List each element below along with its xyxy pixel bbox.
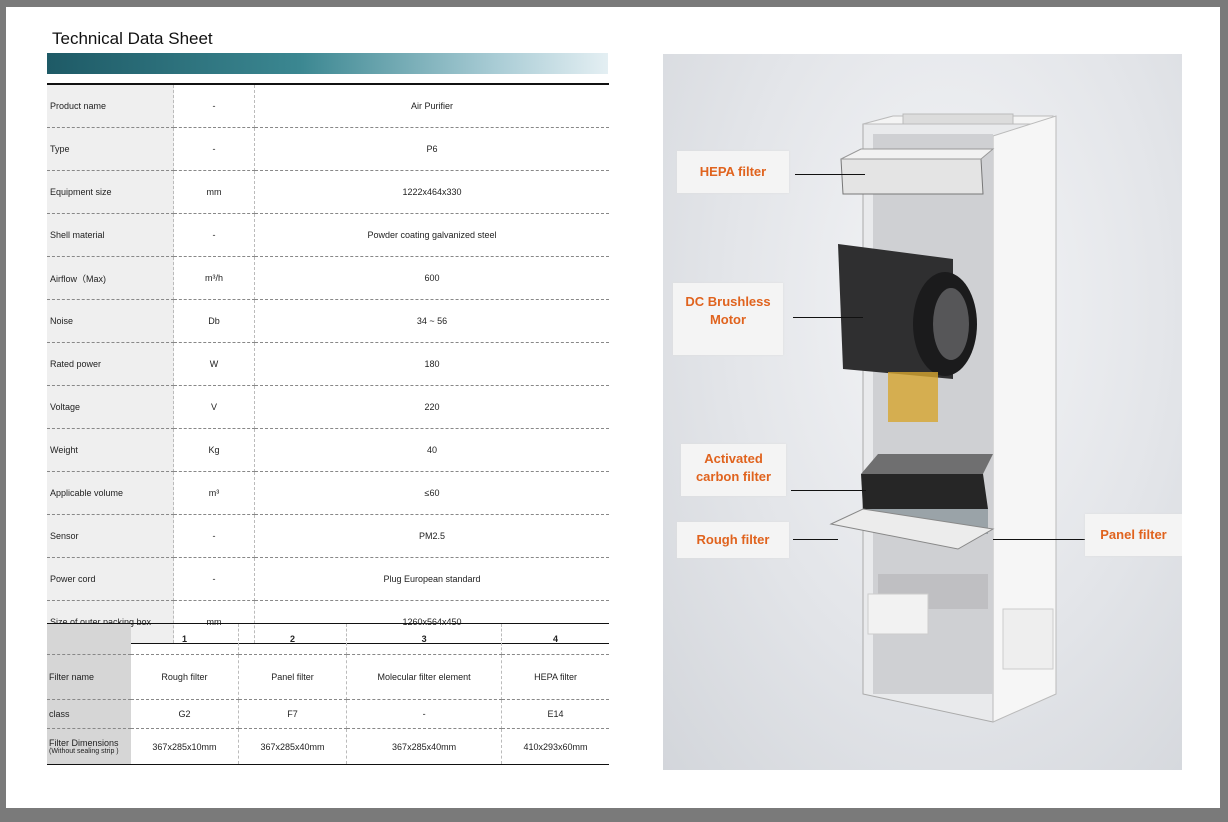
filter-dimension: 410x293x60mm bbox=[501, 728, 609, 765]
table-row: Type - P6 bbox=[47, 127, 609, 171]
spec-value: 600 bbox=[254, 256, 609, 300]
spec-value: Plug European standard bbox=[254, 557, 609, 601]
data-sheet-page: Technical Data Sheet Product name - Air … bbox=[6, 7, 1220, 808]
filter-dimension: 367x285x10mm bbox=[131, 728, 239, 765]
table-row: Product name - Air Purifier bbox=[47, 85, 609, 128]
filter-class-label: class bbox=[47, 699, 131, 729]
product-exploded-view: HEPA filter DC Brushless Motor Activated… bbox=[663, 54, 1182, 770]
table-row: Filter Dimensions (Without sealing strip… bbox=[47, 728, 609, 765]
header-gradient-bar bbox=[47, 53, 608, 74]
spec-label: Product name bbox=[47, 85, 174, 128]
spec-label: Shell material bbox=[47, 213, 174, 257]
table-row: Power cord - Plug European standard bbox=[47, 557, 609, 601]
table-row: Rated power W 180 bbox=[47, 342, 609, 386]
page-title: Technical Data Sheet bbox=[52, 29, 213, 48]
filter-name-label: Filter name bbox=[47, 654, 131, 700]
table-row: Noise Db 34 ~ 56 bbox=[47, 299, 609, 343]
spec-unit: m³/h bbox=[173, 256, 255, 300]
filter-table: 1 2 3 4 Filter name Rough filter Panel f… bbox=[47, 623, 609, 765]
filter-col-header: 4 bbox=[501, 623, 609, 655]
spec-value: 34 ~ 56 bbox=[254, 299, 609, 343]
spec-label: Sensor bbox=[47, 514, 174, 558]
filter-col-header: 2 bbox=[238, 623, 348, 655]
air-purifier-illustration bbox=[829, 113, 1057, 723]
filter-col-header: 1 bbox=[131, 623, 239, 655]
spec-unit: Db bbox=[173, 299, 255, 343]
spec-value: 1222x464x330 bbox=[254, 170, 609, 214]
filter-dimensions-label-cell: Filter Dimensions (Without sealing strip… bbox=[47, 728, 131, 765]
table-row: Equipment size mm 1222x464x330 bbox=[47, 170, 609, 214]
filter-col-header: 3 bbox=[346, 623, 503, 655]
spec-value: 180 bbox=[254, 342, 609, 386]
filter-dimensions-sublabel: (Without sealing strip ) bbox=[49, 748, 119, 755]
callout-rough-filter: Rough filter bbox=[677, 522, 789, 558]
filter-dimensions-label: Filter Dimensions bbox=[49, 738, 119, 748]
spec-label: Applicable volume bbox=[47, 471, 174, 515]
filter-name: Panel filter bbox=[238, 654, 348, 700]
callout-hepa-filter: HEPA filter bbox=[677, 151, 789, 193]
callout-activated-carbon-filter: Activated carbon filter bbox=[681, 444, 786, 496]
filter-name: HEPA filter bbox=[501, 654, 609, 700]
spec-unit: V bbox=[173, 385, 255, 429]
table-row: Applicable volume m³ ≤60 bbox=[47, 471, 609, 515]
table-row: Sensor - PM2.5 bbox=[47, 514, 609, 558]
spec-value: P6 bbox=[254, 127, 609, 171]
table-row: 1 2 3 4 bbox=[47, 623, 609, 655]
filter-class: F7 bbox=[238, 699, 348, 729]
spec-unit: - bbox=[173, 514, 255, 558]
filter-dimension: 367x285x40mm bbox=[238, 728, 348, 765]
filter-name: Molecular filter element bbox=[346, 654, 503, 700]
spec-label: Voltage bbox=[47, 385, 174, 429]
callout-line bbox=[993, 539, 1085, 540]
table-row: Weight Kg 40 bbox=[47, 428, 609, 472]
spec-unit: - bbox=[173, 557, 255, 601]
spec-unit: - bbox=[173, 85, 255, 128]
callout-line bbox=[793, 317, 863, 318]
spec-label: Equipment size bbox=[47, 170, 174, 214]
spec-value: PM2.5 bbox=[254, 514, 609, 558]
spec-unit: mm bbox=[173, 170, 255, 214]
spec-table: Product name - Air Purifier Type - P6 Eq… bbox=[47, 85, 609, 644]
spec-value: 40 bbox=[254, 428, 609, 472]
filter-dimension: 367x285x40mm bbox=[346, 728, 503, 765]
spec-value: Air Purifier bbox=[254, 85, 609, 128]
filter-class: - bbox=[346, 699, 503, 729]
spec-value: 220 bbox=[254, 385, 609, 429]
table-row: Voltage V 220 bbox=[47, 385, 609, 429]
filter-corner-cell bbox=[47, 623, 131, 655]
callout-line bbox=[791, 490, 866, 491]
table-row: Airflow（Max) m³/h 600 bbox=[47, 256, 609, 300]
spec-unit: m³ bbox=[173, 471, 255, 515]
spec-label: Rated power bbox=[47, 342, 174, 386]
spec-label: Noise bbox=[47, 299, 174, 343]
filter-class: G2 bbox=[131, 699, 239, 729]
spec-value: Powder coating galvanized steel bbox=[254, 213, 609, 257]
spec-unit: - bbox=[173, 213, 255, 257]
spec-unit: W bbox=[173, 342, 255, 386]
spec-unit: - bbox=[173, 127, 255, 171]
spec-label: Power cord bbox=[47, 557, 174, 601]
spec-label: Type bbox=[47, 127, 174, 171]
table-row: Shell material - Powder coating galvaniz… bbox=[47, 213, 609, 257]
filter-name: Rough filter bbox=[131, 654, 239, 700]
callout-line bbox=[793, 539, 838, 540]
callout-line bbox=[795, 174, 865, 175]
spec-unit: Kg bbox=[173, 428, 255, 472]
header-rule bbox=[47, 83, 609, 85]
callout-panel-filter: Panel filter bbox=[1085, 514, 1182, 556]
table-row: class G2 F7 - E14 bbox=[47, 699, 609, 729]
spec-label: Weight bbox=[47, 428, 174, 472]
filter-class: E14 bbox=[501, 699, 609, 729]
spec-label: Airflow（Max) bbox=[47, 256, 174, 300]
table-row: Filter name Rough filter Panel filter Mo… bbox=[47, 654, 609, 700]
callout-dc-brushless-motor: DC Brushless Motor bbox=[673, 283, 783, 355]
spec-value: ≤60 bbox=[254, 471, 609, 515]
